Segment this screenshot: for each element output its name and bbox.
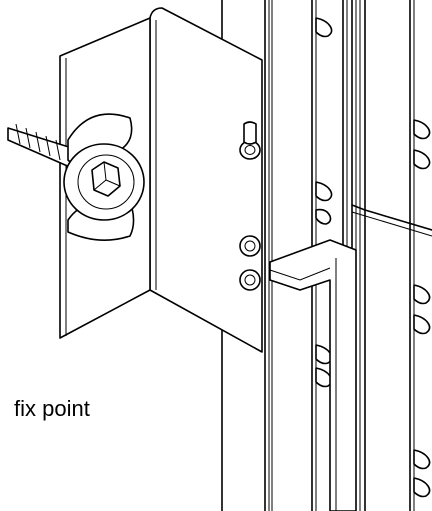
rivet-icon-group [239,121,261,291]
slotted-rail-right [409,0,431,511]
fix-point-label: fix point [14,396,90,421]
clip-plate [269,239,357,511]
rail-joint [351,204,432,237]
anchor-screw-icon [7,113,145,241]
